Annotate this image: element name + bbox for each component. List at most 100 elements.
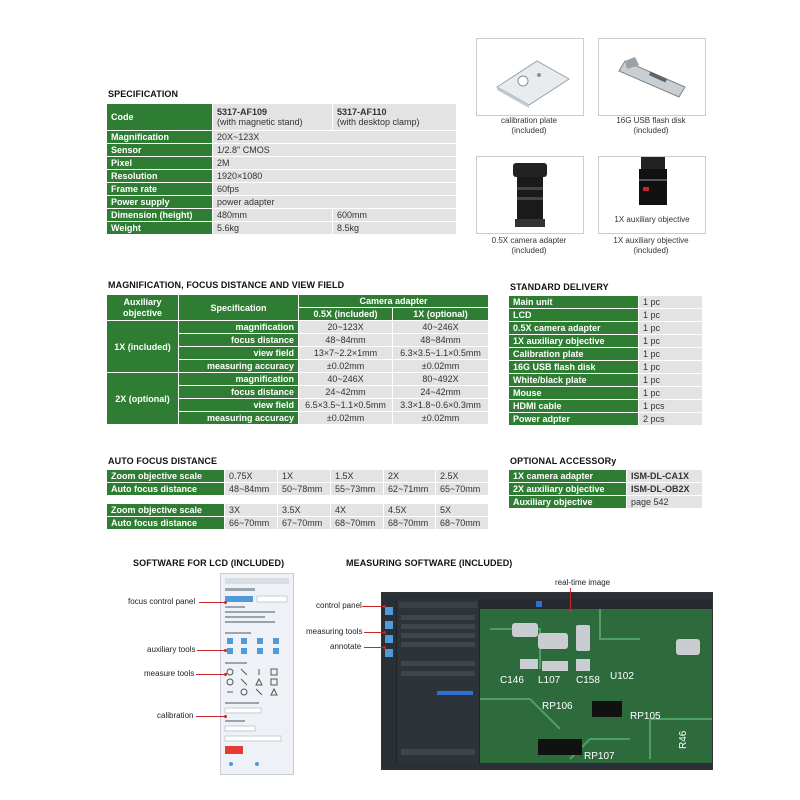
callout-dot [383, 631, 386, 634]
spec-label: Resolution [106, 169, 213, 183]
callout-line [199, 602, 225, 603]
optional-code: ISM-DL-OB2X [626, 482, 703, 496]
delivery-item: Calibration plate [508, 347, 639, 361]
callout-annotate: annotate [330, 642, 362, 651]
spec-value: 1920×1080 [212, 169, 457, 183]
af-distance: 68~70mm [383, 516, 436, 530]
specification-heading: SPECIFICATION [108, 89, 179, 99]
panel-row [401, 624, 475, 629]
mag-val: 24~42mm [298, 385, 393, 399]
auto-focus-heading: AUTO FOCUS DISTANCE [108, 456, 218, 466]
spec-value: 5.6kg [212, 221, 333, 235]
delivery-qty: 1 pc [638, 347, 703, 361]
mag-col2-header: 1X (optional) [391, 307, 490, 321]
af-distance-row: Auto focus distance 48~84mm 50~78mm 55~7… [106, 482, 489, 496]
tool-icon[interactable] [385, 607, 393, 615]
af-scale: 1.5X [330, 469, 384, 483]
delivery-qty: 1 pcs [638, 399, 703, 413]
spec-value: 600mm [332, 208, 457, 222]
callout-dot [383, 605, 386, 608]
mag-val: ±0.02mm [391, 359, 490, 373]
usb-flash-disk-caption: 16G USB flash disk (included) [616, 116, 686, 135]
lcd-screenshot [220, 573, 294, 775]
af-scale: 5X [435, 503, 489, 517]
af-distance-label: Auto focus distance [106, 482, 225, 496]
delivery-qty: 1 pc [638, 386, 703, 400]
af-scale: 3.5X [277, 503, 331, 517]
delivery-item: LCD [508, 308, 639, 322]
delivery-qty: 1 pc [638, 373, 703, 387]
optional-item: 1X camera adapter [508, 469, 627, 483]
calibration-plate-image [496, 60, 570, 108]
spec-label: Sensor [106, 143, 213, 157]
pcb-label: U102 [610, 671, 634, 682]
image-tool-icon[interactable] [536, 601, 542, 607]
standard-delivery-heading: STANDARD DELIVERY [510, 282, 609, 292]
tool-icon[interactable] [385, 621, 393, 629]
spec-value: 1/2.8" CMOS [212, 143, 457, 157]
mag-aux-header: Auxiliary objective [106, 294, 179, 321]
optional-code: page 542 [626, 495, 703, 509]
delivery-item: 0.5X camera adapter [508, 321, 639, 335]
auto-focus-table-1: Zoom objective scale 0.75X 1X 1.5X 2X 2.… [106, 469, 489, 496]
mag-spec: view field [178, 346, 299, 360]
af-distance: 68~70mm [330, 516, 384, 530]
software-lcd-heading: SOFTWARE FOR LCD (INCLUDED) [133, 558, 285, 568]
panel-row [401, 671, 475, 676]
spec-label: Dimension (height) [106, 208, 213, 222]
mag-subheader-row: 0.5X (included) 1X (optional) [107, 307, 490, 321]
panel-row [401, 615, 475, 620]
mag-spec: magnification [178, 320, 299, 334]
af-scale: 2.5X [435, 469, 489, 483]
panel-row [401, 749, 475, 755]
mag-cam-header: Camera adapter [297, 294, 490, 308]
callout-dot [224, 601, 227, 604]
mag-val: 3.3×1.8~0.6×0.3mm [391, 398, 490, 412]
mag-val: 20~123X [298, 320, 393, 334]
delivery-qty: 1 pc [638, 321, 703, 335]
af-distance: 62~71mm [383, 482, 436, 496]
delivery-item: Mouse [508, 386, 639, 400]
callout-dot [224, 673, 227, 676]
spec-value: 2M [212, 156, 457, 170]
pcb-label: RP106 [542, 701, 573, 712]
optional-accessory-heading: OPTIONAL ACCESSORy [510, 456, 617, 466]
app-control-panel [397, 599, 479, 763]
app-statusbar [382, 763, 712, 769]
delivery-item: 16G USB flash disk [508, 360, 639, 374]
pcb-live-image: C146 L107 C158 U102 RP106 RP105 R46 RP10… [480, 609, 712, 763]
af-scale: 1X [277, 469, 331, 483]
pcb-label: L107 [538, 675, 561, 686]
measuring-software-screenshot: C146 L107 C158 U102 RP106 RP105 R46 RP10… [381, 592, 713, 770]
tool-icon[interactable] [385, 649, 393, 657]
delivery-qty: 1 pc [638, 308, 703, 322]
callout-auxiliary-tools: auxiliary tools [147, 645, 196, 654]
spec-label: Magnification [106, 130, 213, 144]
mag-val: ±0.02mm [298, 359, 393, 373]
af-scale-row: Zoom objective scale 3X 3.5X 4X 4.5X 5X [106, 503, 489, 517]
calibration-plate-caption: calibration plate (included) [500, 116, 558, 135]
af-scale-label: Zoom objective scale [106, 503, 225, 517]
callout-calibration: calibration [157, 711, 194, 720]
mag-val: 6.5×3.5~1.1×0.5mm [298, 398, 393, 412]
spec-code-col1: 5317-AF109 (with magnetic stand) [212, 103, 333, 131]
auxiliary-objective-caption: 1X auxiliary objective (included) [613, 236, 689, 255]
magnification-table: Auxiliary objective Specification Camera… [106, 294, 490, 425]
tool-icon[interactable] [385, 635, 393, 643]
app-titlebar [382, 593, 712, 599]
usb-flash-disk-image [618, 57, 686, 98]
pcb-label: RP107 [584, 751, 615, 762]
panel-row [401, 661, 475, 666]
